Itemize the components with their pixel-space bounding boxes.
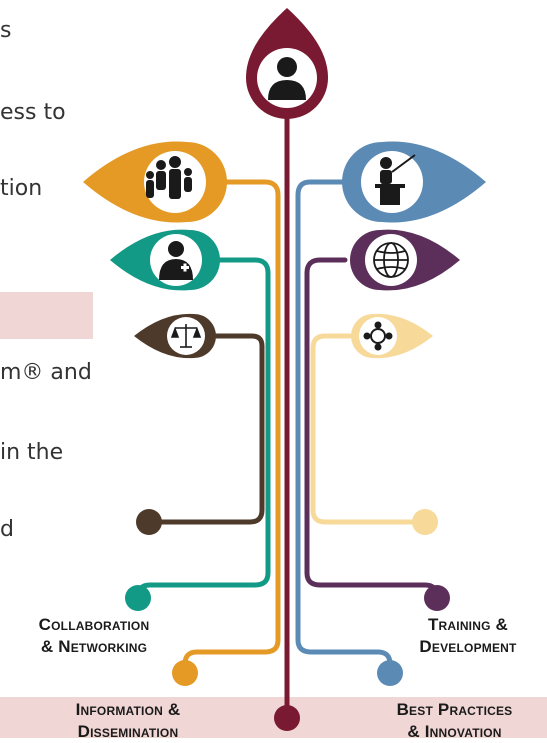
doctor-icon [159, 241, 193, 280]
root-node [246, 8, 328, 119]
label-collaboration-networking: Collaboration & Networking [14, 614, 174, 658]
eye-node-teacher [342, 141, 486, 223]
label-line: Development [419, 637, 517, 656]
scales-of-justice-icon [170, 324, 202, 348]
text-fragment: m® and [0, 360, 92, 385]
terminal-dot-purple [424, 585, 450, 611]
branch-line-orange [182, 179, 281, 675]
label-line: Best Practices [396, 700, 513, 719]
person-icon [268, 57, 306, 100]
bottom-band [0, 697, 547, 738]
text-fragment: s [0, 18, 12, 43]
eye-node-justice [134, 313, 216, 359]
terminal-dot-brown [136, 509, 162, 535]
network-icon [363, 321, 393, 351]
globe-icon [373, 242, 409, 278]
eye-node-globe [350, 229, 460, 291]
branch-line-purple [304, 257, 440, 600]
label-line: & Innovation [407, 722, 502, 741]
eye-node-family [83, 141, 227, 223]
label-best-practices-innovation: Best Practices & Innovation [372, 699, 537, 743]
eye-node-doctor [110, 229, 220, 291]
terminal-dot-sand [412, 509, 438, 535]
terminal-dot-orange [172, 660, 198, 686]
label-line: Information & [75, 700, 181, 719]
teacher-podium-icon [375, 154, 416, 205]
branch-line-teal [135, 257, 271, 600]
terminal-dot-blue [377, 660, 403, 686]
text-fragment: in the [0, 440, 64, 465]
family-icon [146, 156, 192, 199]
label-line: Collaboration [38, 615, 150, 634]
label-line: Training & [427, 615, 509, 634]
highlight-box [0, 292, 93, 339]
text-fragment: d [0, 517, 14, 542]
label-line: Dissemination [77, 722, 179, 741]
label-information-dissemination: Information & Dissemination [48, 699, 208, 743]
text-fragment: tion [0, 176, 43, 201]
label-training-development: Training & Development [392, 614, 544, 658]
branch-line-sand [310, 333, 428, 525]
eye-node-network [351, 313, 433, 359]
branch-line-brown [147, 333, 265, 525]
label-line: & Networking [40, 637, 148, 656]
terminal-dot-teal [125, 585, 151, 611]
trunk-end-dot [274, 705, 300, 731]
text-fragment: ess to [0, 100, 66, 125]
branch-line-blue [295, 179, 393, 675]
